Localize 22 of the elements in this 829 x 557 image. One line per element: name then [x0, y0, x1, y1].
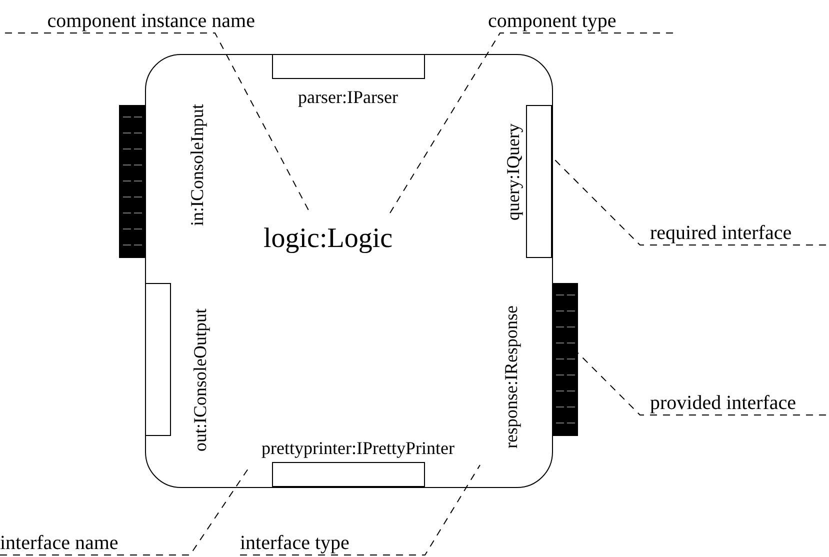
required-port-box [526, 105, 552, 258]
annotation-label: provided interface [640, 391, 826, 415]
interface-label: response:IResponse [501, 306, 521, 448]
interface-label: prettyprinter:IPrettyPrinter [262, 438, 454, 458]
annotation-label: interface name [0, 531, 190, 555]
provided-port-bar [552, 283, 578, 436]
required-port-box [272, 54, 425, 79]
required-port-box [145, 283, 171, 436]
leader-line [390, 32, 674, 214]
annotation-label: component type [488, 9, 673, 33]
leader-line [240, 464, 480, 556]
annotation-label: component instance name [5, 9, 255, 33]
interface-label: out:IConsoleOutput [190, 308, 210, 452]
annotation-label: required interface [640, 221, 826, 245]
component-name: logic:Logic [263, 223, 393, 255]
provided-port-bar [119, 105, 145, 258]
component-box [145, 54, 553, 488]
required-port-box [272, 462, 425, 487]
interface-label: parser:IParser [298, 87, 398, 107]
interface-label: query:IQuery [503, 124, 523, 220]
annotation-label: interface type [240, 531, 426, 555]
interface-label: in:IConsoleInput [187, 104, 207, 226]
